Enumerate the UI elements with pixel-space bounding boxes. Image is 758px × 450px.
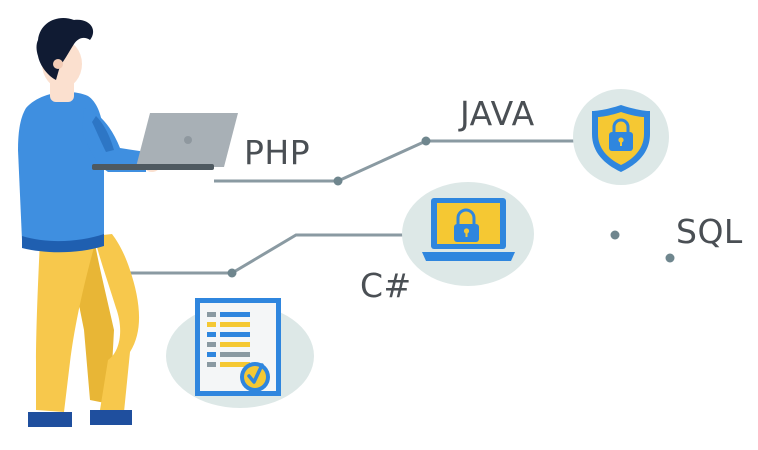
label-sql: SQL	[676, 212, 743, 251]
shield-lock-icon	[573, 89, 669, 185]
connector-csharp	[128, 233, 404, 275]
connector-node	[421, 136, 431, 146]
label-php: PHP	[244, 133, 311, 172]
laptop-icon	[92, 113, 238, 170]
checklist-lines	[207, 312, 250, 367]
checklist-document-icon	[166, 298, 314, 408]
label-java: JAVA	[460, 94, 535, 133]
connector-node	[227, 268, 237, 278]
connector-node	[333, 176, 343, 186]
laptop-lock-icon	[402, 182, 534, 286]
dot-node	[665, 253, 675, 263]
connector-lines	[128, 136, 675, 278]
shoe	[28, 412, 72, 427]
label-csharp: C#	[360, 266, 412, 305]
dot-node	[610, 230, 620, 240]
shoe	[90, 410, 132, 425]
person-icon	[18, 18, 161, 427]
connector-php-java	[214, 139, 574, 183]
